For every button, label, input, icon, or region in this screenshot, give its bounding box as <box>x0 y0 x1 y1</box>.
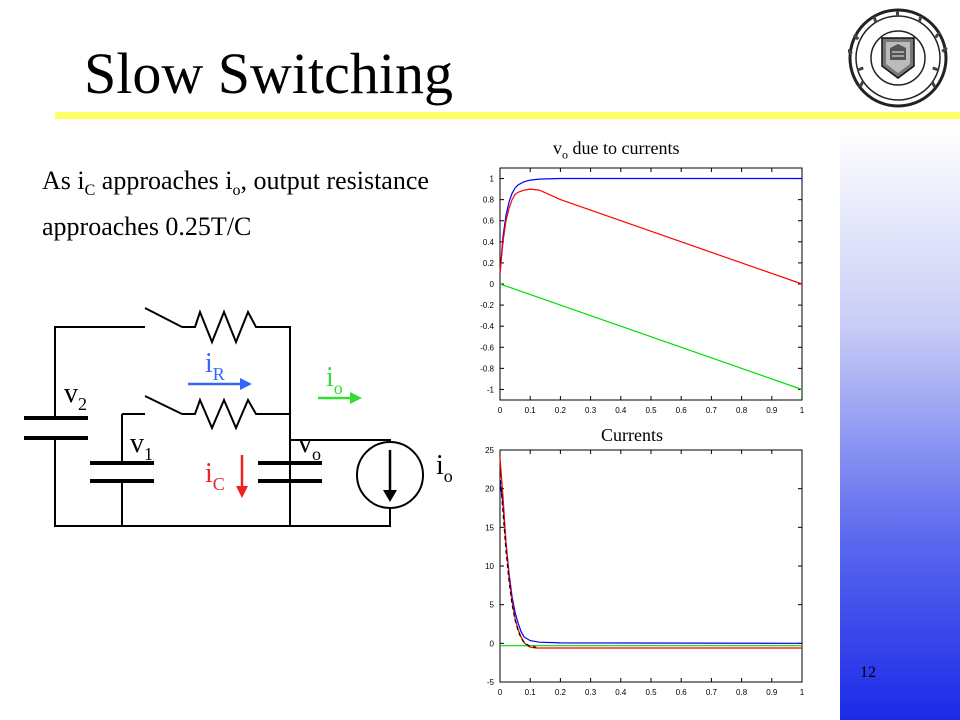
switch-blade <box>144 395 183 415</box>
resistor <box>182 309 291 526</box>
x-tick-label: 0.2 <box>555 688 567 697</box>
page-number: 12 <box>860 664 876 681</box>
series-line <box>499 283 803 391</box>
x-tick-label: 1 <box>800 406 805 415</box>
y-tick-label: 0 <box>490 639 495 648</box>
resistor <box>182 397 290 431</box>
wire <box>54 438 391 527</box>
ic-arrowhead <box>236 486 248 498</box>
label-v2: v2 <box>64 378 87 414</box>
y-tick-label: 0.6 <box>483 217 495 226</box>
university-seal-icon <box>848 8 948 108</box>
y-tick-label: 10 <box>485 562 494 571</box>
slide-title: Slow Switching <box>84 41 453 106</box>
x-tick-label: 0.9 <box>766 688 778 697</box>
y-tick-label: -0.4 <box>480 322 494 331</box>
x-tick-label: 0.5 <box>645 688 657 697</box>
label-v1: v1 <box>130 428 153 464</box>
y-tick-label: 0.8 <box>483 196 495 205</box>
y-tick-label: 20 <box>485 485 494 494</box>
switch-blade <box>144 307 183 328</box>
series-line <box>499 177 802 274</box>
x-tick-label: 0.6 <box>676 406 688 415</box>
label-vo: vo <box>298 428 321 464</box>
x-tick-label: 0.7 <box>706 406 718 415</box>
y-tick-label: 25 <box>485 446 494 455</box>
x-tick-label: 0.1 <box>525 406 537 415</box>
y-tick-label: -0.2 <box>480 301 494 310</box>
x-tick-label: 0.9 <box>766 406 778 415</box>
plot-1-title: vo due to currents <box>553 138 680 162</box>
slide-statement: As iC approaches io, output resistance a… <box>42 166 429 242</box>
right-gradient-band <box>840 0 960 720</box>
series-line <box>499 188 803 285</box>
x-tick-label: 0 <box>498 688 503 697</box>
y-tick-label: 5 <box>490 601 495 610</box>
x-tick-label: 0.2 <box>555 406 567 415</box>
plot-frame <box>499 167 803 401</box>
y-tick-label: 15 <box>485 523 494 532</box>
current-source <box>356 441 424 509</box>
ir-arrowhead <box>240 378 252 390</box>
label-io-arrow: io <box>326 362 343 398</box>
x-tick-label: 0.3 <box>585 406 597 415</box>
circuit-diagram: v2 v1 vo iR io iC io <box>24 307 453 527</box>
y-tick-label: 0.4 <box>483 238 495 247</box>
x-tick-label: 0.4 <box>615 688 627 697</box>
y-tick-label: 0.2 <box>483 259 495 268</box>
x-tick-label: 0.3 <box>585 688 597 697</box>
x-tick-label: 0.4 <box>615 406 627 415</box>
y-tick-label: -0.8 <box>480 364 494 373</box>
io-arrowhead <box>350 392 362 404</box>
x-tick-label: 0.6 <box>676 688 688 697</box>
x-tick-label: 0.5 <box>645 406 657 415</box>
x-tick-label: 0.8 <box>736 406 748 415</box>
label-io-source: io <box>436 450 453 486</box>
current-source-arrowhead <box>383 490 397 502</box>
y-tick-label: -5 <box>487 678 495 687</box>
label-ic: iC <box>205 458 225 494</box>
title-underline <box>55 112 960 119</box>
x-tick-label: 1 <box>800 688 805 697</box>
y-tick-label: -1 <box>487 385 495 394</box>
y-tick-label: 0 <box>490 280 495 289</box>
series-line <box>499 473 537 648</box>
plot-2-title: Currents <box>601 425 663 445</box>
x-tick-label: 0 <box>498 406 503 415</box>
vo-plot: 0 0.1 0.2 0.3 0.4 0.5 0.6 0.7 0.8 0.9 1 -1 -0.8 -0.6 -… <box>480 167 805 415</box>
x-tick-label: 0.1 <box>525 688 537 697</box>
x-tick-label: 0.8 <box>736 688 748 697</box>
wire <box>54 326 145 418</box>
y-tick-label: -0.6 <box>480 343 494 352</box>
y-tick-label: 1 <box>490 175 495 184</box>
x-tick-label: 0.7 <box>706 688 718 697</box>
plot-frame <box>499 449 803 683</box>
label-ir: iR <box>205 348 225 384</box>
